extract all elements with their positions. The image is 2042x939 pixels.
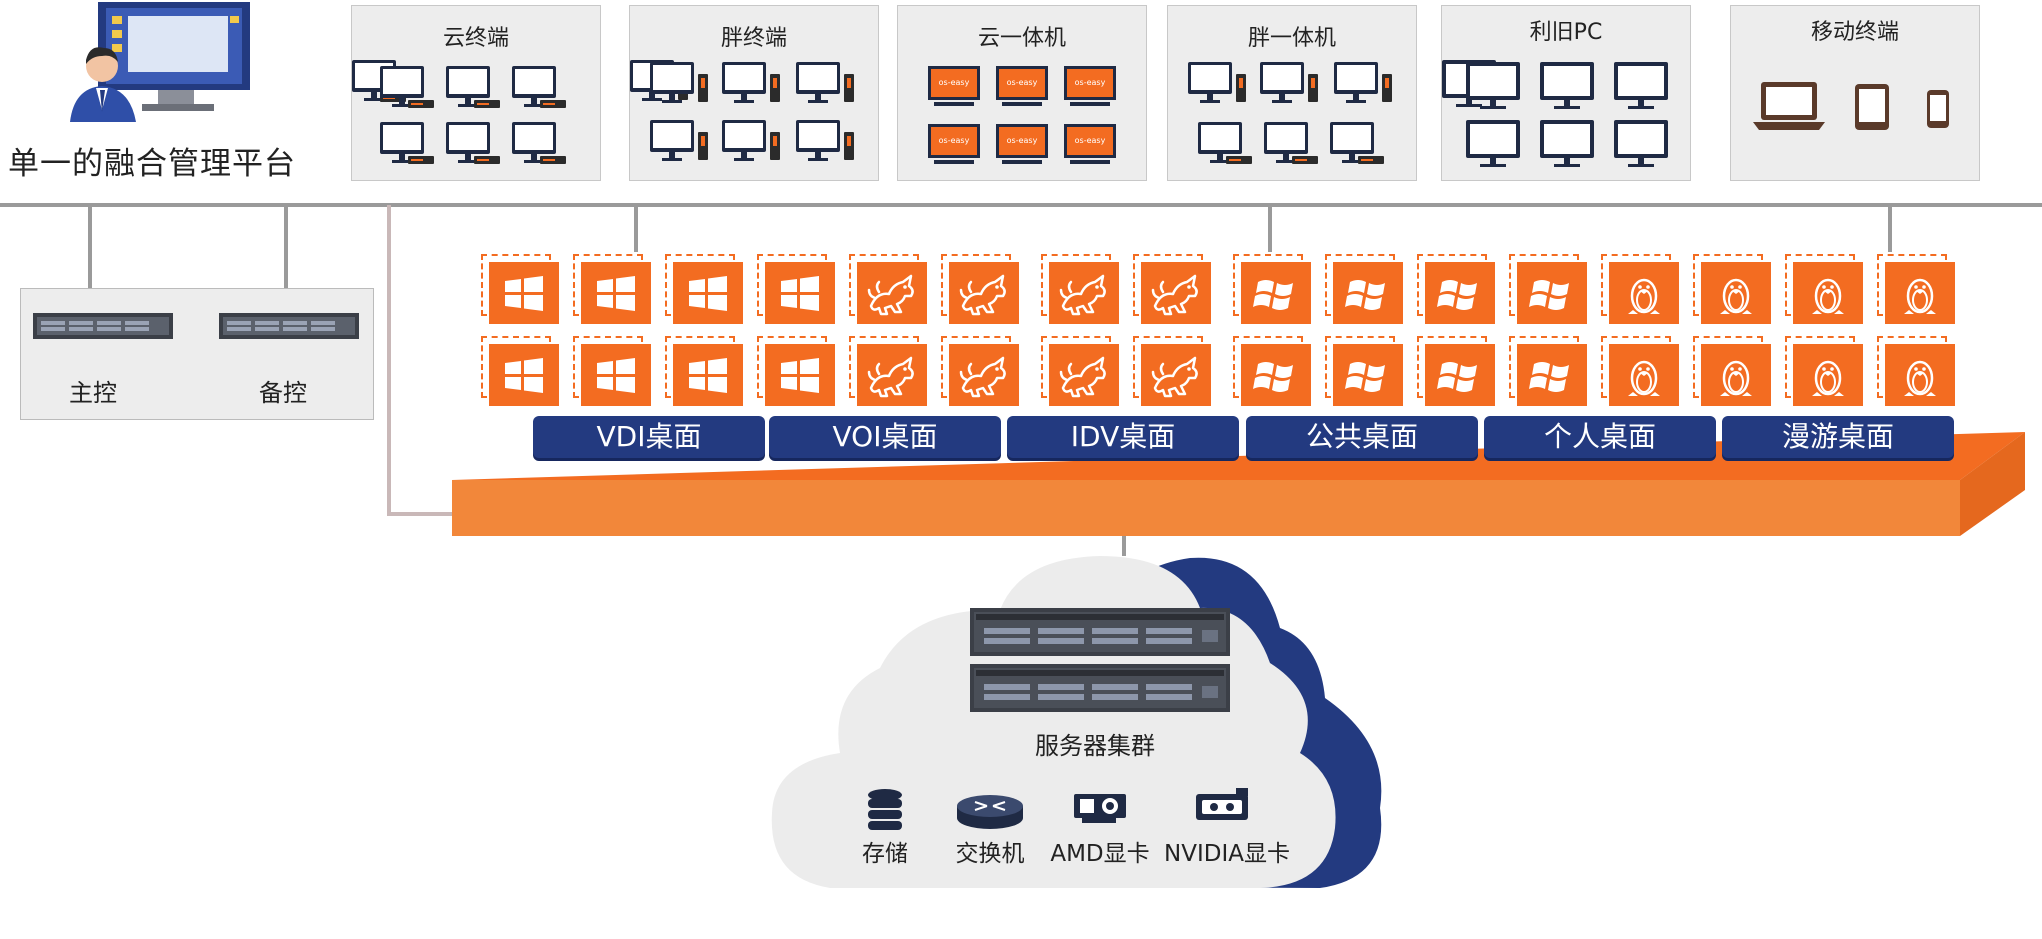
- admin-platform-title: 单一的融合管理平台: [8, 146, 296, 182]
- group-cloud-all-in-one: 云一体机 os-easy os-easy os-easy os-easy os-…: [897, 5, 1147, 181]
- desktop-label-public: 公共桌面: [1246, 416, 1478, 458]
- group-cloud-terminal: 云终端: [351, 5, 601, 181]
- admin-monitor-icon: [70, 2, 250, 122]
- desktop-label-voi: VOI桌面: [769, 416, 1001, 458]
- aio-screen-text: os-easy: [999, 127, 1045, 155]
- aio-unit: os-easy: [996, 124, 1048, 164]
- group-title: 利旧PC: [1529, 20, 1603, 45]
- group-fat-all-in-one: 胖一体机: [1167, 5, 1417, 181]
- storage-icon: [868, 789, 902, 830]
- nvidia-gpu-label: NVIDIA显卡: [1164, 841, 1290, 867]
- group-title: 云终端: [442, 26, 509, 51]
- legacy-pc-monitors-icon: [1442, 60, 1668, 167]
- aio-unit: os-easy: [1064, 124, 1116, 164]
- switch-icon: [957, 795, 1023, 829]
- controller-servers-icon: [33, 313, 359, 339]
- fat-client-devices-icon: [630, 60, 854, 161]
- group-title: 移动终端: [1810, 20, 1899, 45]
- mobile-devices-icon: [1753, 82, 1949, 130]
- group-fat-terminal: 胖终端: [629, 5, 879, 181]
- group-mobile-terminal: 移动终端: [1730, 5, 1980, 181]
- aio-screen-text: os-easy: [931, 127, 977, 155]
- all-in-one-devices: os-easy os-easy os-easy os-easy os-easy …: [898, 60, 1146, 172]
- primary-controller-label: 主控: [69, 379, 117, 407]
- aio-screen-text: os-easy: [1067, 127, 1113, 155]
- amd-gpu-label: AMD显卡: [1050, 841, 1150, 867]
- fat-all-in-one-devices-icon: [1188, 62, 1392, 164]
- aio-screen-text: os-easy: [1067, 69, 1113, 97]
- thin-client-devices-icon: [352, 60, 566, 164]
- switch-label: 交换机: [955, 841, 1025, 867]
- group-title: 云一体机: [977, 26, 1066, 51]
- aio-screen-text: os-easy: [931, 69, 977, 97]
- group-legacy-pc: 利旧PC: [1441, 5, 1691, 181]
- aio-unit: os-easy: [1064, 66, 1116, 106]
- desktop-label-roaming: 漫游桌面: [1722, 416, 1954, 458]
- aio-screen-text: os-easy: [999, 69, 1045, 97]
- aio-unit: os-easy: [928, 124, 980, 164]
- group-title: 胖终端: [720, 26, 787, 51]
- desktop-label-vdi: VDI桌面: [533, 416, 765, 458]
- storage-label: 存储: [862, 841, 908, 867]
- aio-unit: os-easy: [928, 66, 980, 106]
- desktop-label-idv: IDV桌面: [1007, 416, 1239, 458]
- controller-box: 主控 备控: [20, 288, 374, 420]
- server-cluster-caption: 服务器集群: [1035, 732, 1155, 760]
- server-cluster-icon: [970, 608, 1230, 712]
- amd-gpu-icon: [1074, 794, 1126, 823]
- group-title: 胖一体机: [1247, 26, 1336, 51]
- desktop-label-personal: 个人桌面: [1484, 416, 1716, 458]
- aio-unit: os-easy: [996, 66, 1048, 106]
- admin-illustration: [60, 0, 260, 125]
- backup-controller-label: 备控: [259, 379, 307, 407]
- nvidia-gpu-icon: [1196, 788, 1248, 820]
